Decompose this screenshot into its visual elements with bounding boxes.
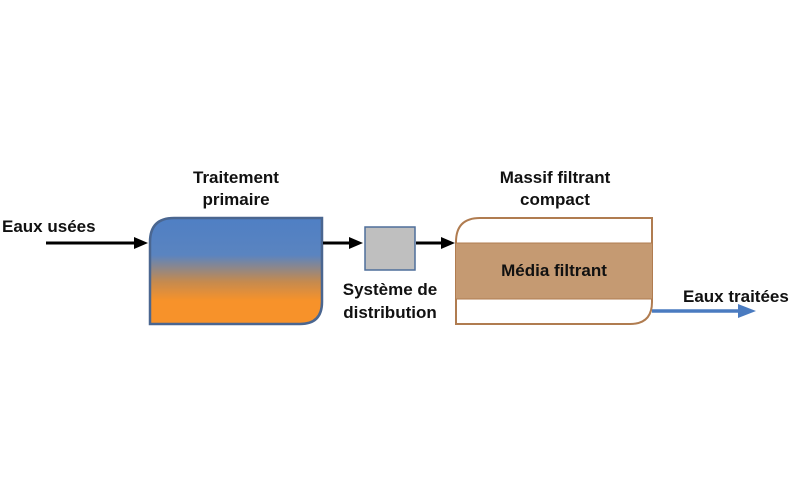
arrow-to-filter — [416, 237, 455, 249]
primary-treatment-tank — [148, 216, 324, 326]
distribution-system-box — [364, 226, 416, 271]
input-label: Eaux usées — [2, 217, 96, 236]
distribution-label-line1: Système de — [343, 280, 438, 299]
compact-filter-bed: Média filtrant — [455, 217, 653, 325]
primary-treatment-label-line1: Traitement — [193, 168, 279, 187]
output-label: Eaux traitées — [683, 287, 789, 306]
input-arrow — [46, 237, 148, 249]
distribution-label-line2: distribution — [343, 303, 436, 322]
filter-title-line2: compact — [520, 190, 590, 209]
arrow-to-distribution — [323, 237, 363, 249]
media-layer — [456, 243, 652, 299]
output-arrow — [652, 304, 756, 318]
media-label: Média filtrant — [501, 261, 607, 280]
filter-title-line1: Massif filtrant — [500, 168, 611, 187]
primary-treatment-label-line2: primaire — [202, 190, 269, 209]
